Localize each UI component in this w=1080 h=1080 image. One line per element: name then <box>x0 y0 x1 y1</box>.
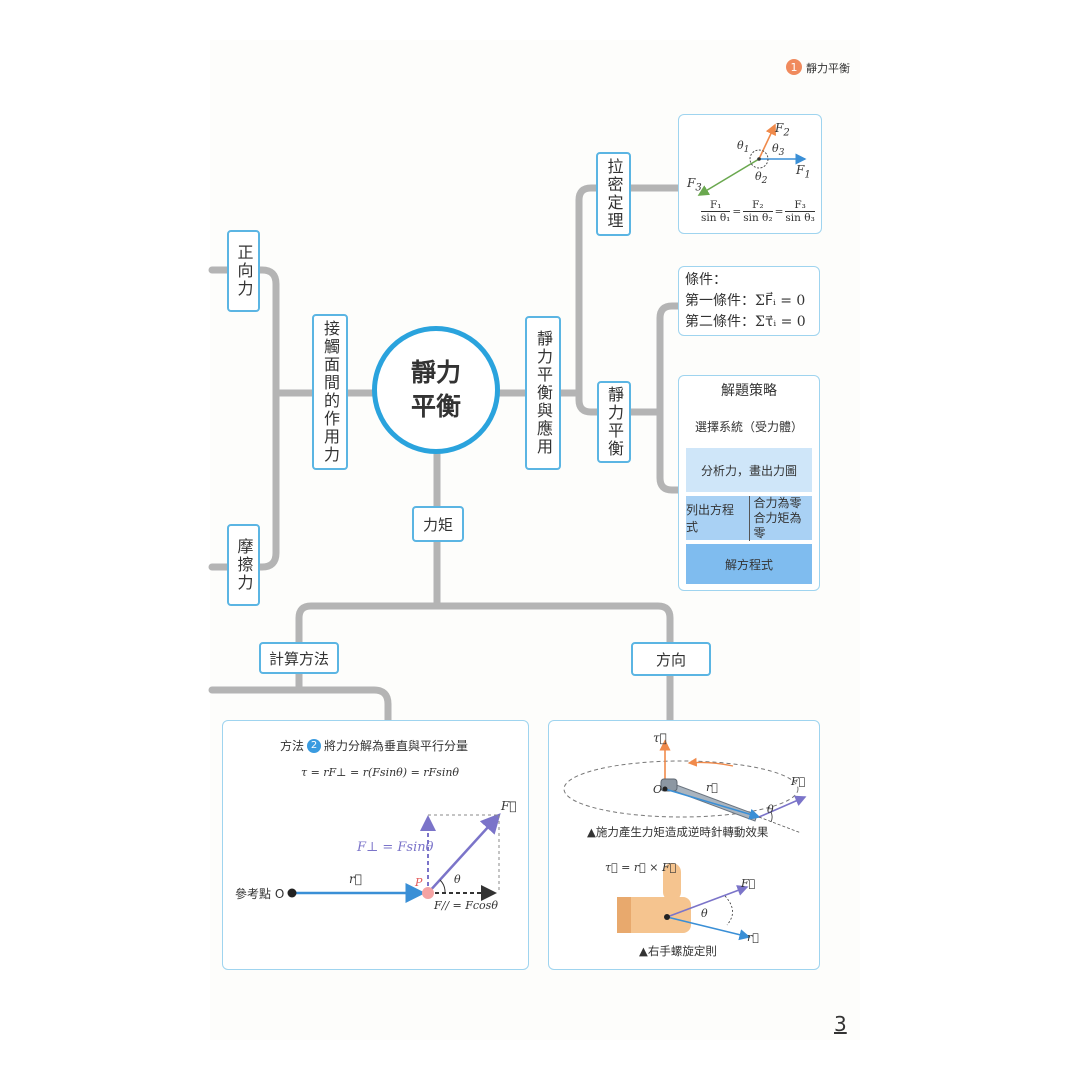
strategy-step-2: 分析力，畫出力圖 <box>686 448 812 492</box>
parallel-component-label: F// = Fcosθ <box>434 899 498 912</box>
condition-first-label: 第一條件： <box>685 293 755 309</box>
condition-second-equation: Στ⃗ᵢ = 0 <box>755 314 806 330</box>
lami-f3-sub: 3 <box>695 182 702 194</box>
lami-formula: F₁ sin θ₁ = F₂ sin θ₂ = F₃ sin θ₃ <box>701 199 815 224</box>
lami-f2-symbol: F <box>775 121 784 135</box>
node-equilibrium-application: 靜力平衡與應用 <box>525 316 561 470</box>
central-topic-node: 靜力 平衡 <box>372 326 500 454</box>
lami-f1-symbol: F <box>796 163 805 177</box>
central-topic-line2: 平衡 <box>410 392 461 421</box>
node-static-equilibrium: 靜力平衡 <box>597 381 631 463</box>
lami-theta3-sub: 3 <box>778 147 785 159</box>
condition-first-equation: ΣF⃗ᵢ = 0 <box>755 293 806 309</box>
point-p-label: P <box>415 876 423 889</box>
lami-theta2-symbol: θ <box>755 170 762 183</box>
chapter-number-badge: 1 <box>786 59 802 75</box>
method-panel: 方法 2 將力分解為垂直與平行分量 τ = rF⊥ = r(Fsinθ) = r… <box>222 720 529 970</box>
method-f-vector-label: F⃗ <box>501 799 517 813</box>
node-lami-theorem: 拉密定理 <box>596 152 631 236</box>
lami-fraction-2: F₂ sin θ₂ <box>743 199 773 224</box>
strategy-step-4: 解方程式 <box>686 544 812 584</box>
method-title: 將力分解為垂直與平行分量 <box>324 739 469 753</box>
hand-f-label: F⃗ <box>741 877 756 890</box>
direction-origin-label: O <box>653 783 663 796</box>
lami-den-3: sin θ₃ <box>785 211 815 224</box>
method-theta-label: θ <box>454 873 461 886</box>
lami-f3-symbol: F <box>687 176 696 190</box>
page-number: 3 <box>834 1012 847 1036</box>
conditions-panel: 條件： 第一條件：ΣF⃗ᵢ = 0 第二條件：Στ⃗ᵢ = 0 <box>678 266 820 336</box>
thumbs-up-hand <box>617 863 691 933</box>
lami-theta3-symbol: θ <box>772 142 779 155</box>
lami-theta1-sub: 1 <box>743 144 750 156</box>
method-r-vector-label: r⃗ <box>349 872 362 886</box>
lami-eq-1: = <box>732 205 742 218</box>
condition-second: 第二條件：Στ⃗ᵢ = 0 <box>685 312 819 333</box>
hand-theta-label: θ <box>701 907 708 920</box>
condition-second-label: 第二條件： <box>685 314 755 330</box>
node-friction: 摩擦力 <box>227 524 260 606</box>
direction-tau-label: τ⃗ <box>653 731 667 745</box>
strategy-title: 解題策略 <box>721 383 777 399</box>
node-contact-force: 接觸面間的作用力 <box>312 314 348 470</box>
lami-fraction-1: F₁ sin θ₁ <box>701 199 731 224</box>
conditions-title: 條件： <box>685 272 727 288</box>
lami-num-1: F₁ <box>709 199 722 211</box>
direction-panel: τ⃗ O r⃗ F⃗ θ ▲施力產生力矩造成逆時針轉動效果 τ⃗ = r⃗ × … <box>548 720 820 970</box>
lami-theta1-label: θ1 <box>737 139 749 155</box>
method-prefix: 方法 <box>280 739 305 753</box>
strategy-step-3-right: 合力為零 合力矩為零 <box>748 495 813 541</box>
lami-den-1: sin θ₁ <box>701 211 731 224</box>
lami-theta2-label: θ2 <box>755 170 767 186</box>
hand-r-label: r⃗ <box>747 931 759 944</box>
method-number-badge: 2 <box>307 738 322 753</box>
lami-f1-label: F1 <box>796 163 811 180</box>
strategy-step-3-right-2: 合力矩為零 <box>753 510 802 540</box>
condition-first: 第一條件：ΣF⃗ᵢ = 0 <box>685 291 819 312</box>
central-topic-line1: 靜力 <box>410 358 461 387</box>
lami-den-2: sin θ₂ <box>743 211 773 224</box>
lami-fraction-3: F₃ sin θ₃ <box>785 199 815 224</box>
strategy-step-3-right-1: 合力為零 <box>753 495 802 510</box>
lami-f1-sub: 1 <box>804 169 811 181</box>
lami-f2-sub: 2 <box>783 127 790 139</box>
direction-r-label: r⃗ <box>706 781 718 794</box>
direction-theta-label: θ <box>767 803 774 816</box>
lami-theorem-panel: F2 F1 F3 θ1 θ3 θ2 F₁ sin θ₁ = F₂ sin θ₂ … <box>678 114 822 234</box>
method-formula: τ = rF⊥ = r(Fsinθ) = rFsinθ <box>301 766 460 779</box>
method-vector-diagram <box>287 813 501 903</box>
lami-theta1-symbol: θ <box>737 139 744 152</box>
direction-caption-right-hand-rule: ▲右手螺旋定則 <box>639 944 717 958</box>
method-heading: 方法 2 將力分解為垂直與平行分量 <box>280 737 468 754</box>
lami-eq-2: = <box>774 205 784 218</box>
chapter-title: 靜力平衡 <box>806 62 850 75</box>
lami-num-3: F₃ <box>794 199 806 211</box>
direction-f-label: F⃗ <box>791 775 806 788</box>
lami-theta2-sub: 2 <box>761 175 768 187</box>
lami-num-2: F₂ <box>752 199 764 211</box>
lami-f2-label: F2 <box>775 121 790 138</box>
node-direction: 方向 <box>631 642 711 676</box>
node-torque: 力矩 <box>412 506 464 542</box>
node-calc-method: 計算方法 <box>259 642 339 674</box>
lami-theta3-label: θ3 <box>772 142 784 158</box>
lami-force-diagram <box>697 123 807 196</box>
direction-caption-counterclockwise: ▲施力產生力矩造成逆時針轉動效果 <box>587 825 769 839</box>
node-normal-force: 正向力 <box>227 230 260 312</box>
reference-point-label: 參考點 O <box>235 887 285 901</box>
perpendicular-component-label: F⊥ = Fsinθ <box>357 840 434 855</box>
direction-diagrams <box>563 739 807 941</box>
strategy-step-1: 選擇系統（受力體） <box>686 410 812 442</box>
strategy-step-3: 列出方程式 合力為零 合力矩為零 <box>686 495 813 541</box>
lami-f3-label: F3 <box>687 176 702 193</box>
cross-product-formula: τ⃗ = r⃗ × F⃗ <box>605 861 677 874</box>
strategy-step-3-left: 列出方程式 <box>686 503 735 534</box>
